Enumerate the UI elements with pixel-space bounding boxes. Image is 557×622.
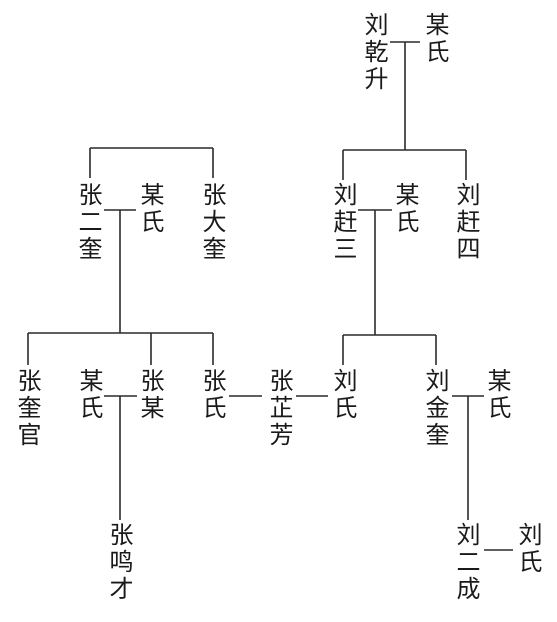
person-liu-shi: 刘氏 [329, 368, 357, 422]
person-liu-jinkui: 刘金奎 [421, 368, 449, 449]
person-zhang-shi: 张氏 [198, 368, 226, 422]
person-zhang-mingcai: 张鸣才 [105, 522, 133, 603]
person-zhang-mou: 张某 [136, 368, 164, 422]
person-zhang-dakui: 张大奎 [198, 182, 226, 263]
person-zhang-zhifang: 张芷芳 [265, 368, 293, 449]
person-liu-gansi: 刘赶四 [452, 182, 480, 263]
person-liu-gansan: 刘赶三 [329, 182, 357, 263]
person-liu-ercheng: 刘二成 [452, 522, 480, 603]
person-liu-jinkui-wife: 某氏 [483, 368, 511, 422]
person-liu-qiansheng-wife: 某氏 [421, 12, 449, 66]
person-liu-ercheng-wife: 刘氏 [514, 522, 542, 576]
person-zhang-mou-wife: 某氏 [75, 368, 103, 422]
person-zhang-erkui-wife: 某氏 [136, 182, 164, 236]
person-liu-qiansheng: 刘乾升 [360, 12, 388, 93]
person-liu-gansan-wife: 某氏 [391, 182, 419, 236]
person-zhang-erkui: 张二奎 [74, 182, 102, 263]
person-zhang-kuiguan: 张奎官 [13, 368, 41, 449]
